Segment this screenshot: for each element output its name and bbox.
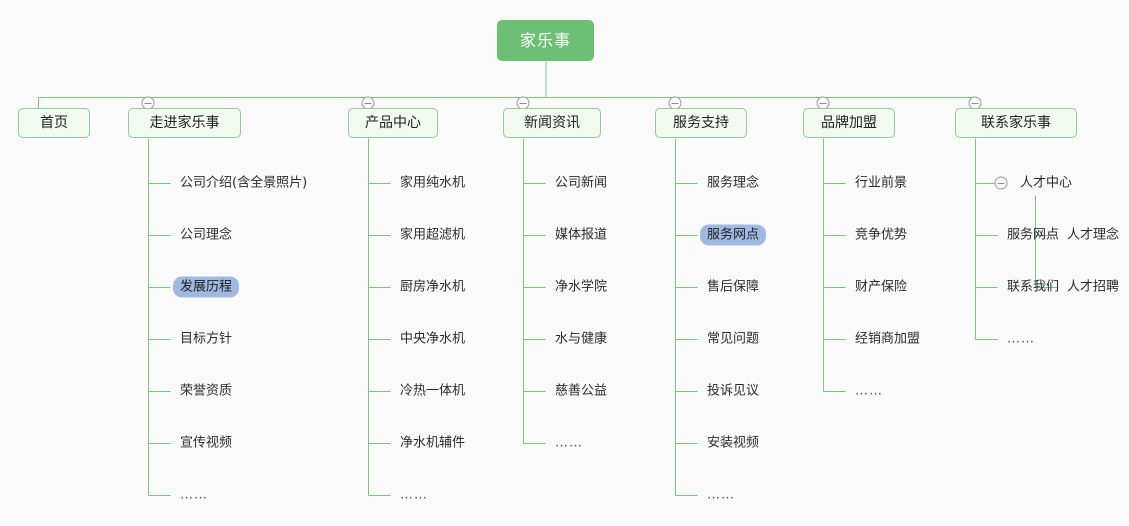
collapse-minus-icon[interactable] xyxy=(994,176,1008,190)
branch-node-3[interactable]: 新闻资讯 xyxy=(503,108,601,138)
leaf-node-2-5[interactable]: 净水机辅件 xyxy=(400,435,466,451)
leaf-node-1-4[interactable]: 荣誉资质 xyxy=(180,383,233,399)
leaf-node-6-0-0[interactable]: 人才理念 xyxy=(1067,227,1120,243)
leaf-node-4-2[interactable]: 售后保障 xyxy=(707,279,760,295)
leaf-node-3-0[interactable]: 公司新闻 xyxy=(555,175,608,191)
branch-node-2[interactable]: 产品中心 xyxy=(348,108,438,138)
leaf-node-5-3[interactable]: 经销商加盟 xyxy=(855,331,921,347)
leaf-node-2-4[interactable]: 冷热一体机 xyxy=(400,383,466,399)
leaf-node-2-0[interactable]: 家用纯水机 xyxy=(400,175,466,191)
leaf-node-4-5[interactable]: 安装视频 xyxy=(707,435,760,451)
leaf-node-4-3[interactable]: 常见问题 xyxy=(707,331,760,347)
leaf-node-4-6[interactable]: …… xyxy=(707,487,735,503)
branch-node-6[interactable]: 联系家乐事 xyxy=(955,108,1077,138)
leaf-node-2-2[interactable]: 厨房净水机 xyxy=(400,279,466,295)
branch-node-0[interactable]: 首页 xyxy=(18,108,90,138)
leaf-node-6-2[interactable]: 联系我们 xyxy=(1007,279,1060,295)
branch-node-5[interactable]: 品牌加盟 xyxy=(803,108,895,138)
leaf-node-2-6[interactable]: …… xyxy=(400,487,428,503)
leaf-node-1-5[interactable]: 宣传视频 xyxy=(180,435,233,451)
leaf-node-1-1[interactable]: 公司理念 xyxy=(180,227,233,243)
leaf-node-4-4[interactable]: 投诉见议 xyxy=(707,383,760,399)
leaf-node-2-3[interactable]: 中央净水机 xyxy=(400,331,466,347)
leaf-node-6-0-1[interactable]: 人才招聘 xyxy=(1067,279,1120,295)
leaf-node-5-4[interactable]: …… xyxy=(855,383,883,399)
leaf-node-5-1[interactable]: 竞争优势 xyxy=(855,227,908,243)
leaf-node-3-5[interactable]: …… xyxy=(555,435,583,451)
branch-node-1[interactable]: 走进家乐事 xyxy=(128,108,241,138)
leaf-node-6-1[interactable]: 服务网点 xyxy=(1007,227,1060,243)
leaf-node-5-2[interactable]: 财产保险 xyxy=(855,279,908,295)
leaf-node-3-1[interactable]: 媒体报道 xyxy=(555,227,608,243)
leaf-node-1-3[interactable]: 目标方针 xyxy=(180,331,233,347)
leaf-node-3-2[interactable]: 净水学院 xyxy=(555,279,608,295)
leaf-node-6-0[interactable]: 人才中心 xyxy=(1020,175,1073,191)
leaf-node-4-1[interactable]: 服务网点 xyxy=(700,224,767,246)
leaf-node-3-4[interactable]: 慈善公益 xyxy=(555,383,608,399)
leaf-node-1-2[interactable]: 发展历程 xyxy=(173,276,240,298)
leaf-node-1-6[interactable]: …… xyxy=(180,487,208,503)
root-node[interactable]: 家乐事 xyxy=(497,20,594,61)
leaf-node-3-3[interactable]: 水与健康 xyxy=(555,331,608,347)
leaf-node-6-3[interactable]: …… xyxy=(1007,331,1035,347)
leaf-node-5-0[interactable]: 行业前景 xyxy=(855,175,908,191)
leaf-node-4-0[interactable]: 服务理念 xyxy=(707,175,760,191)
leaf-node-1-0[interactable]: 公司介绍(含全景照片) xyxy=(180,175,308,191)
branch-node-4[interactable]: 服务支持 xyxy=(655,108,747,138)
leaf-node-2-1[interactable]: 家用超滤机 xyxy=(400,227,466,243)
